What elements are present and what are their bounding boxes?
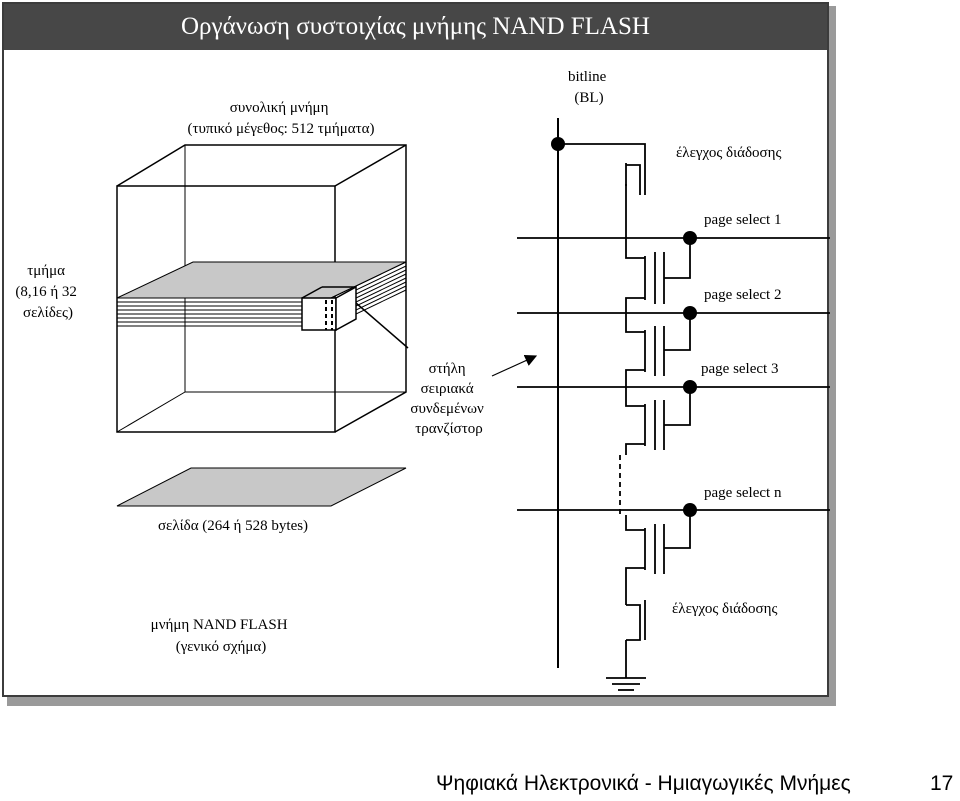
bottom-select-transistor [625,585,646,678]
ground-icon [606,677,646,691]
column-arrow [491,355,538,377]
block-label: τμήμα (8,16 ή 32 σελίδες) [15,263,80,321]
page-select-2-label: page select 2 [704,287,781,303]
cell-transistors [625,238,691,585]
column-highlight [301,285,409,349]
bottom-control-label: έλεγχος διάδοσης [672,601,777,617]
total-memory-label: συνολική μνήμη (τυπικό μέγεθος: 512 τμήμ… [187,100,374,137]
bitline-label: bitline (BL) [568,69,610,106]
slide-footer: Ψηφιακά Ηλεκτρονικά - Ημιαγωγικές Μνήμες [436,772,851,795]
page-select-1-label: page select 1 [704,212,781,228]
page-number: 17 [930,772,954,795]
page-select-3-label: page select 3 [701,361,778,377]
page-label: σελίδα (264 ή 528 bytes) [158,518,308,534]
block-stack [116,261,407,327]
top-select-transistor [558,143,646,248]
single-page [116,467,407,507]
slide-frame [2,2,829,697]
page-select-n-label: page select n [704,485,782,501]
memory-label: μνήμη NAND FLASH (γενικό σχήμα) [151,617,292,655]
bitline [551,118,565,668]
top-control-label: έλεγχος διάδοσης [676,145,781,161]
column-label: στήλη σειριακά συνδεμένων τρανζίστορ [410,361,487,437]
slide-title: Οργάνωση συστοιχίας μνήμης NAND FLASH [4,4,827,50]
